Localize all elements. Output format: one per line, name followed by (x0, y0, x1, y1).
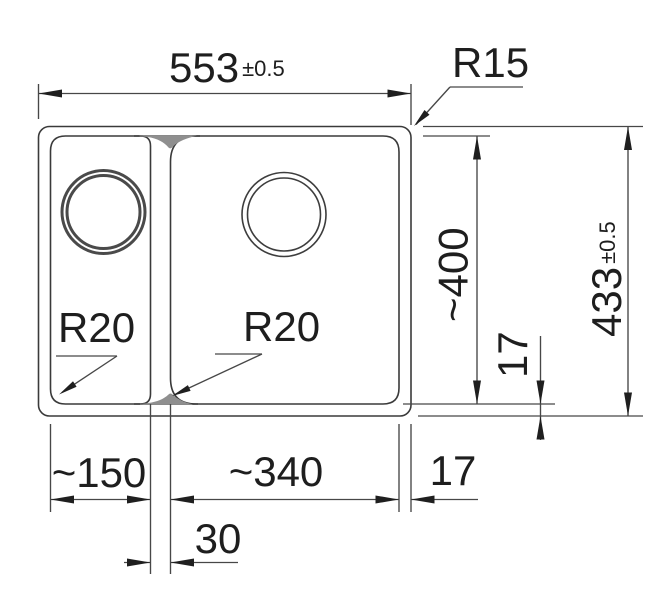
leader-line (174, 353, 263, 396)
left-bowl-drain-outer-ring (60, 169, 147, 255)
divider-extension-lines (149, 404, 172, 574)
arrowhead-bottom (624, 392, 632, 416)
arrowhead-right (127, 495, 151, 504)
dim-right-bowl-width: ~340 (170, 424, 400, 512)
arrowhead-left (170, 495, 194, 504)
sink-outer-outline (37, 125, 412, 417)
dim-right-bowl-width-label: ~340 (229, 448, 324, 495)
dim-rim-bottom: 17 (489, 331, 545, 440)
right-bowl-drain-outer-ring (241, 171, 327, 258)
dim-overall-width-label: 553±0.5 (169, 44, 285, 91)
dim-divider-width-label: 30 (195, 515, 242, 562)
leader-left-bowl-radius: R20 (56, 304, 135, 395)
dim-overall-depth-label: 433±0.5 (583, 221, 630, 337)
right-bowl-outline (169, 135, 400, 405)
arrowhead-bottom (473, 380, 481, 404)
leader-arrowhead (414, 110, 430, 126)
dim-inner-depth-label: ~400 (430, 227, 477, 322)
right-bowl-drain-inner-ring (246, 177, 322, 252)
leader-arrowhead (59, 381, 77, 395)
arrowhead-right (375, 495, 399, 504)
leader-outer-corner-radius: R15 (414, 39, 529, 126)
arrowhead-left-pointing (170, 558, 194, 567)
dim-overall-width: 553±0.5 (37, 44, 412, 125)
arrowhead-right (387, 89, 411, 98)
divider-top-shading (139, 135, 197, 149)
arrowhead-right-pointing (127, 558, 151, 567)
dim-inner-depth: ~400 (403, 135, 555, 405)
leader-right-bowl-radius: R20 (172, 303, 320, 396)
left-bowl-drain-inner-ring (65, 174, 142, 250)
arrowhead-top (473, 136, 481, 160)
dim-left-bowl-width: ~150 (49, 424, 151, 512)
arrowhead-left (38, 89, 62, 98)
dim-rim-right-label: 17 (430, 447, 477, 494)
dim-rim-bottom-label: 17 (489, 331, 536, 378)
dim-divider-width: 30 (124, 515, 241, 567)
left-bowl-radius-label: R20 (58, 304, 135, 351)
arrowhead-up (536, 416, 545, 440)
dim-overall-depth: 433±0.5 (418, 125, 643, 417)
arrowhead-top (624, 126, 632, 150)
divider-bottom-shading (140, 393, 193, 405)
arrowhead-left (411, 495, 435, 504)
right-bowl-radius-label: R20 (243, 303, 320, 350)
sink-body (37, 125, 412, 417)
dim-left-bowl-width-label: ~150 (52, 449, 147, 496)
leader-arrowhead (172, 385, 191, 396)
arrowhead-left (50, 495, 74, 504)
outer-corner-radius-label: R15 (452, 39, 529, 86)
dim-rim-right: 17 (410, 424, 478, 512)
arrowhead-down (536, 380, 545, 404)
